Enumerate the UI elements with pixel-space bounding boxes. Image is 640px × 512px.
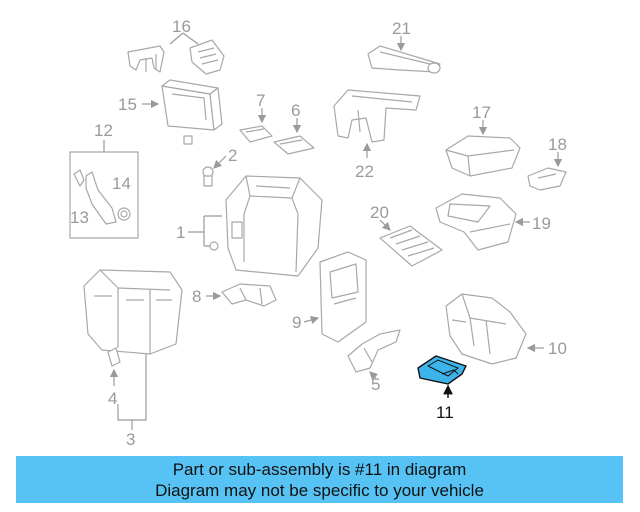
part-7 bbox=[239, 108, 273, 143]
part-5 bbox=[347, 329, 401, 381]
callout-8: 8 bbox=[192, 287, 201, 306]
part-1 bbox=[188, 175, 323, 277]
part-18 bbox=[527, 152, 567, 191]
callout-5: 5 bbox=[371, 375, 380, 394]
callout-19: 19 bbox=[532, 214, 551, 233]
info-banner: Part or sub-assembly is #11 in diagram D… bbox=[16, 456, 623, 503]
part-4 bbox=[107, 347, 121, 386]
part-21 bbox=[367, 36, 441, 74]
callout-2: 2 bbox=[228, 146, 237, 165]
callout-13: 13 bbox=[70, 208, 89, 227]
callout-20: 20 bbox=[370, 203, 389, 222]
part-11-highlighted bbox=[417, 355, 467, 398]
part-12-group bbox=[69, 140, 139, 239]
part-6 bbox=[273, 118, 315, 155]
callout-14: 14 bbox=[112, 174, 131, 193]
callout-21: 21 bbox=[392, 19, 411, 38]
callout-10: 10 bbox=[548, 339, 567, 358]
banner-line-1: Part or sub-assembly is #11 in diagram bbox=[172, 460, 467, 479]
part-8 bbox=[206, 283, 277, 307]
part-10 bbox=[445, 293, 544, 365]
part-2 bbox=[202, 155, 227, 187]
callout-12: 12 bbox=[94, 121, 113, 140]
callout-6: 6 bbox=[291, 101, 300, 120]
callout-9: 9 bbox=[292, 313, 301, 332]
callout-18: 18 bbox=[548, 135, 567, 154]
part-16 bbox=[127, 32, 225, 75]
callout-22: 22 bbox=[355, 162, 374, 181]
callout-3: 3 bbox=[126, 430, 135, 449]
callout-16: 16 bbox=[172, 17, 191, 36]
callout-labels: 16 21 15 7 6 17 12 18 2 22 14 13 20 19 1… bbox=[70, 17, 567, 449]
callout-15: 15 bbox=[118, 95, 137, 114]
part-3 bbox=[83, 269, 183, 430]
callout-17: 17 bbox=[472, 103, 491, 122]
callout-1: 1 bbox=[176, 223, 185, 242]
callout-4: 4 bbox=[108, 389, 117, 408]
part-20 bbox=[379, 219, 443, 267]
part-15 bbox=[142, 79, 223, 145]
part-19 bbox=[435, 193, 530, 251]
part-9 bbox=[303, 251, 367, 343]
part-17 bbox=[445, 120, 521, 177]
callout-11: 11 bbox=[436, 403, 454, 422]
part-22 bbox=[333, 89, 421, 158]
callout-7: 7 bbox=[256, 91, 265, 110]
banner-line-2: Diagram may not be specific to your vehi… bbox=[155, 481, 484, 500]
